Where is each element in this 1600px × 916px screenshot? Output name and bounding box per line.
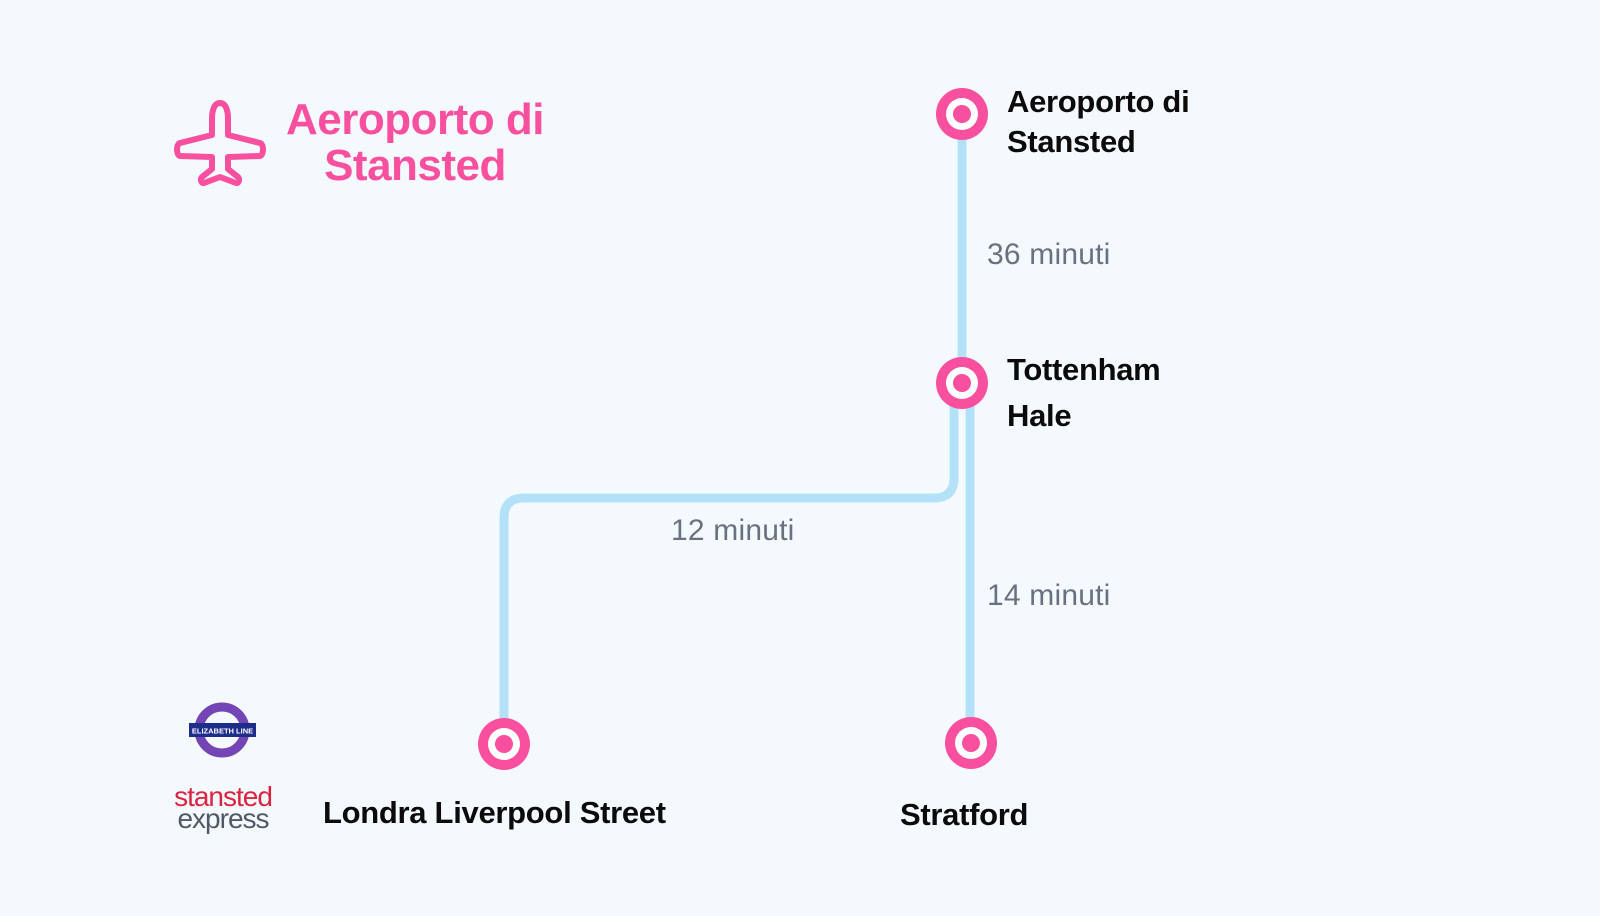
station-marker-liverpool (478, 718, 530, 770)
stansted-express-word2: express (177, 803, 269, 834)
elizabeth-line-text: ELIZABETH LINE (192, 727, 253, 736)
stansted-express-logo: stansted express (160, 781, 286, 834)
station-label-stansted: Aeroporto di Stansted (1007, 84, 1190, 159)
duration-tottenham-liverpool: 12 minuti (671, 514, 795, 547)
station-label-stratford: Stratford (900, 797, 1029, 832)
elizabeth-line-logo: ELIZABETH LINE (189, 702, 256, 758)
station-label-liverpool: Londra Liverpool Street (323, 795, 666, 830)
airplane-icon (174, 100, 266, 187)
duration-tottenham-stratford: 14 minuti (987, 579, 1111, 612)
station-marker-stratford (945, 717, 997, 769)
station-marker-tottenham (936, 357, 988, 409)
route-line-tottenham-liverpool (499, 382, 959, 742)
stansted-express-word1: stansted (174, 781, 273, 812)
page-title: Aeroporto di Stansted (280, 97, 550, 189)
page-title-line2: Stansted (324, 141, 506, 190)
duration-stansted-tottenham: 36 minuti (987, 238, 1111, 271)
station-marker-stansted (936, 88, 988, 140)
station-label-tottenham: Tottenham Hale (1007, 352, 1161, 433)
page-title-line1: Aeroporto di (286, 95, 544, 144)
header: Aeroporto di Stansted (170, 95, 570, 205)
